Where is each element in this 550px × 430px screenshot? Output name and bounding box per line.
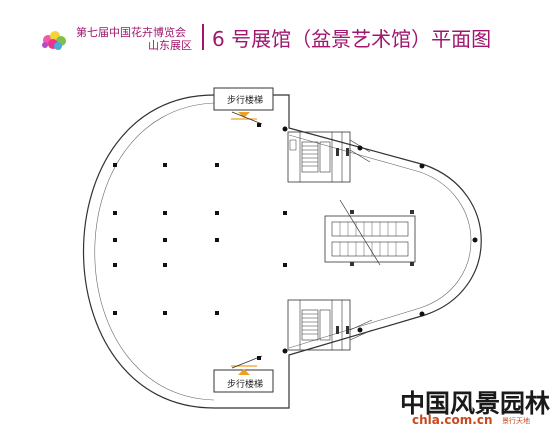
up-arrow-icon	[238, 369, 250, 375]
escalator-icon	[324, 199, 416, 266]
watermark-url: chla.com.cn	[412, 413, 493, 427]
columns	[113, 123, 478, 360]
plan-title: 6 号展馆（盆景艺术馆）平面图	[212, 27, 492, 51]
stairs-label-top: 步行楼梯	[227, 96, 264, 106]
service-block-bottom	[287, 299, 373, 351]
expo-title: 第七届中国花卉博览会 山东展区	[76, 26, 192, 52]
flower-logo-icon	[42, 31, 66, 50]
building-inner-outline	[94, 102, 215, 401]
down-arrow-icon	[238, 112, 250, 118]
watermark-title: 中国风景园林网	[400, 389, 550, 418]
stairs-label-bottom: 步行楼梯	[227, 380, 264, 390]
expo-title-line1: 第七届中国花卉博览会	[76, 26, 186, 39]
header-divider	[202, 24, 204, 50]
watermark-slogan: 景行天地	[502, 417, 530, 425]
expo-title-line2: 山东展区	[148, 39, 192, 52]
building-outline	[82, 94, 482, 409]
service-block-top	[287, 131, 371, 183]
